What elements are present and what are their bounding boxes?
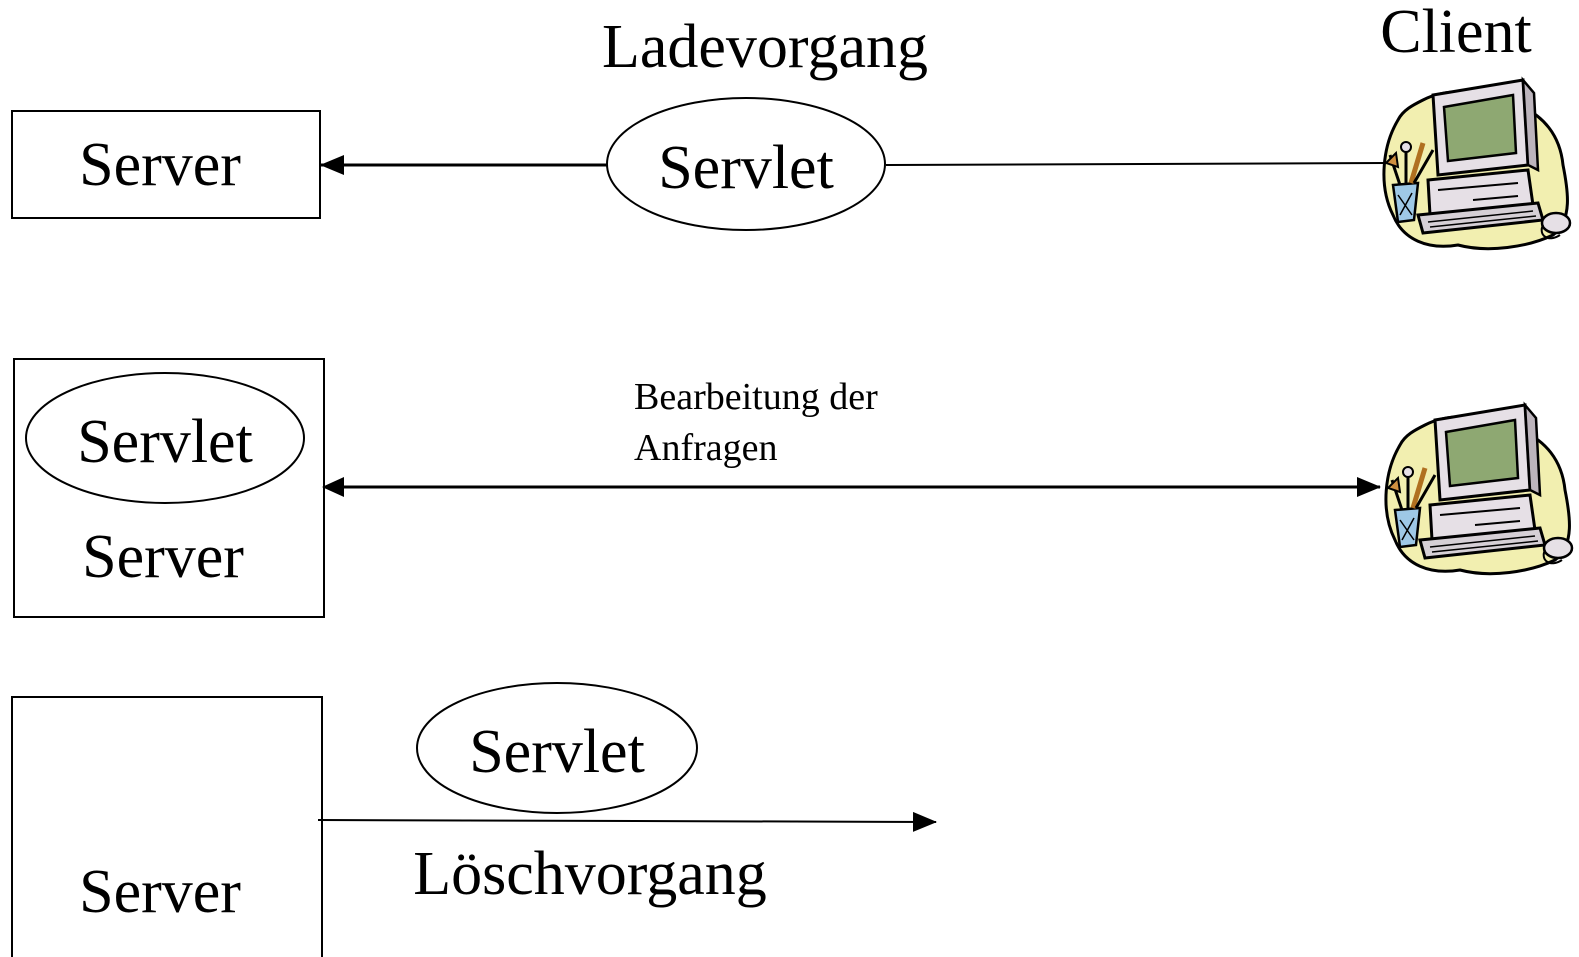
client-label: Client	[1380, 0, 1532, 66]
row1-server-label: Server	[79, 131, 241, 199]
row3-servlet-label: Servlet	[469, 718, 645, 786]
row3-unload-arrow	[317, 811, 937, 832]
row3-caption: Löschvorgang	[413, 840, 767, 908]
row1-servlet-label: Servlet	[658, 134, 834, 202]
row2-servlet-ellipse	[25, 372, 305, 504]
row3-servlet-ellipse	[416, 682, 698, 814]
row2-arrowhead-left	[322, 477, 344, 497]
row2-servlet-label: Servlet	[77, 408, 253, 476]
row2-caption-line1: Bearbeitung der	[634, 376, 878, 418]
row1-client-link	[885, 162, 1386, 166]
row1-servlet-ellipse	[606, 97, 886, 231]
row3-server-label: Server	[79, 858, 241, 926]
computer-icon	[1384, 80, 1570, 249]
row1-title: Ladevorgang	[602, 13, 928, 81]
row3-server-box	[11, 696, 323, 957]
row1-server-box	[11, 110, 321, 219]
row2-server-label: Server	[82, 523, 244, 591]
computer-icon	[1386, 405, 1572, 574]
row2-caption-line2: Anfragen	[634, 427, 777, 469]
